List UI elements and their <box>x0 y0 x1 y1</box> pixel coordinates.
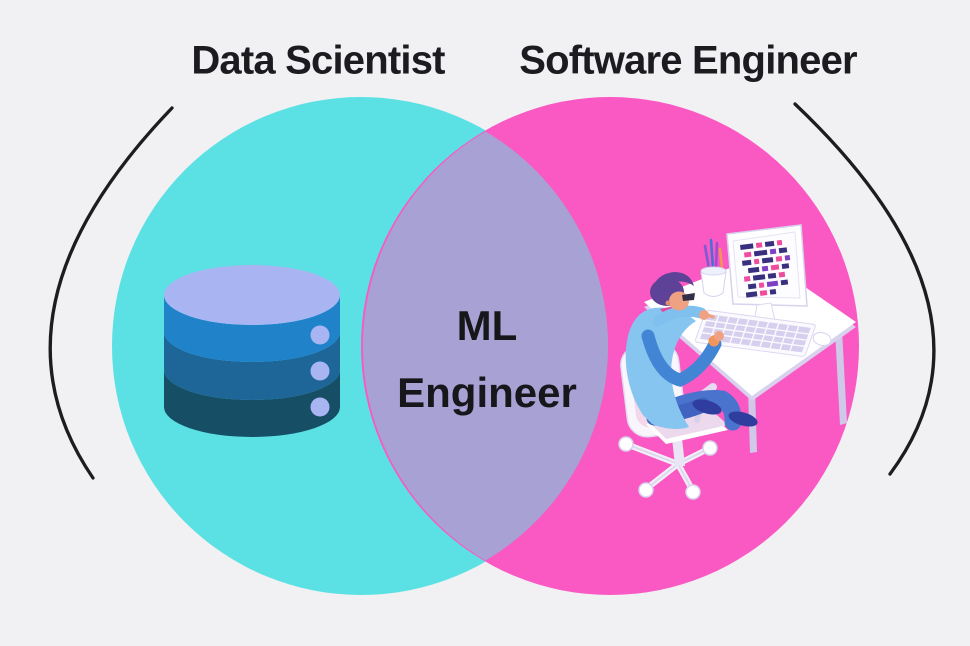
overlap-label-line1: ML <box>456 301 518 349</box>
overlap-label-line2: Engineer <box>397 369 577 416</box>
right-circle-title: Software Engineer <box>519 38 857 83</box>
mouse <box>812 332 832 346</box>
pen-cup <box>700 238 727 297</box>
screen-code-blocks <box>740 239 791 298</box>
left-circle-title: Data Scientist <box>191 38 445 83</box>
right-paren-arc-icon <box>793 102 936 476</box>
overlap-label: ML Engineer <box>397 292 577 426</box>
developer-at-desk-illustration <box>618 224 856 500</box>
keyboard <box>694 309 816 357</box>
overlap-lens <box>362 131 609 561</box>
left-paren-arc-icon <box>48 106 174 480</box>
database-icon <box>164 265 340 437</box>
person <box>625 272 758 431</box>
